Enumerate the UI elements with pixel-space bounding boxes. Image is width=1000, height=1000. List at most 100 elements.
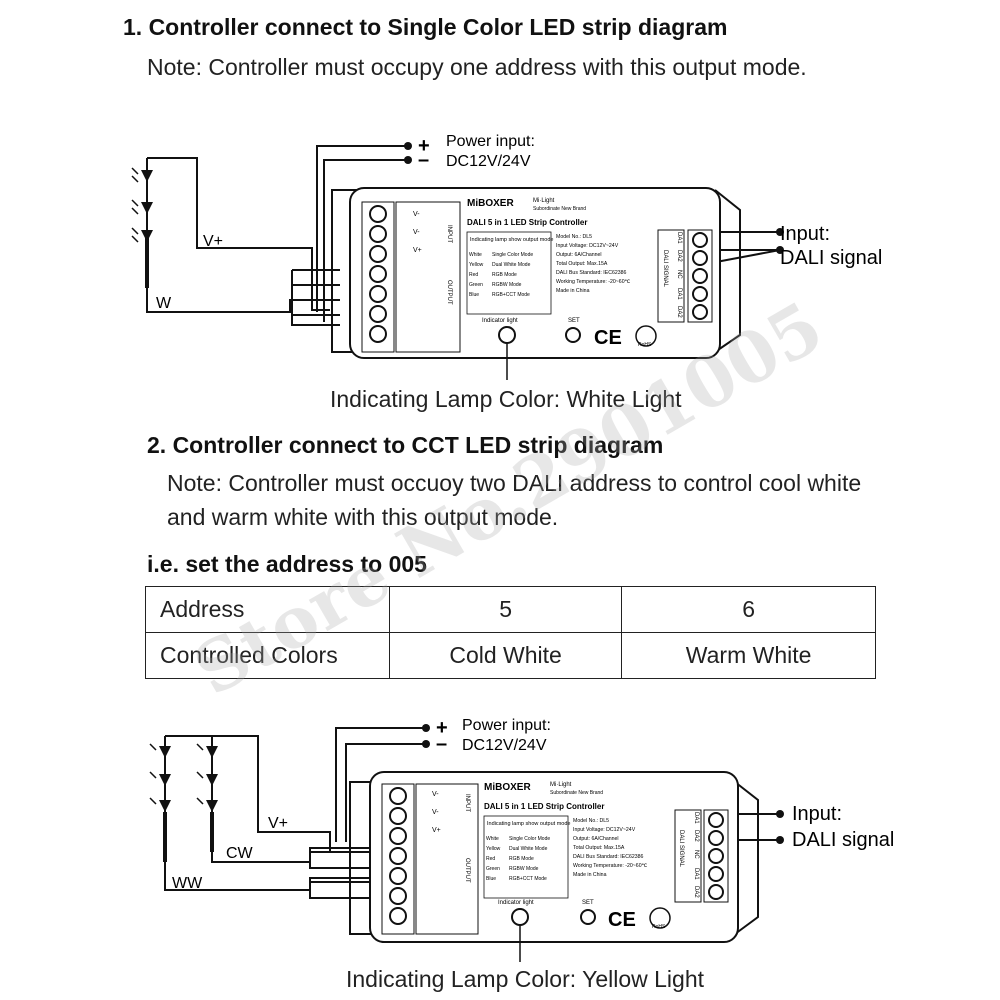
svg-text:Yellow: Yellow [469, 262, 484, 268]
svg-text:INPUT: INPUT [464, 794, 470, 812]
svg-text:OUTPUT: OUTPUT [446, 280, 452, 305]
power-voltage: DC12V/24V [462, 737, 547, 754]
svg-text:RGB+CCT Mode: RGB+CCT Mode [509, 876, 547, 882]
svg-text:DALI SIGNAL: DALI SIGNAL [678, 830, 684, 868]
svg-text:RoHS: RoHS [652, 924, 666, 930]
dali-input-label: Input: [792, 803, 842, 825]
power-label: Power input: [462, 717, 551, 734]
section2-subtitle: i.e. set the address to 005 [147, 551, 427, 577]
svg-text:RGBW Mode: RGBW Mode [509, 866, 539, 872]
svg-text:RGB Mode: RGB Mode [509, 856, 534, 862]
dali-signal-label: DALI signal [792, 829, 894, 851]
svg-text:Subordinate New Brand: Subordinate New Brand [533, 206, 586, 212]
table-row: Address 5 6 [145, 586, 876, 633]
power-minus: – [418, 149, 429, 171]
power-plus: + [436, 717, 448, 739]
svg-text:Model No.: DL5: Model No.: DL5 [573, 818, 609, 824]
svg-text:SET: SET [582, 900, 594, 906]
power-plus: + [418, 135, 430, 157]
svg-text:Single Color Mode: Single Color Mode [509, 836, 550, 842]
controller-body: INPUT OUTPUT V- V- V+ MiBOXER Mi·Light S… [331, 187, 741, 380]
svg-text:DA1: DA1 [693, 868, 699, 880]
svg-text:Dual White Mode: Dual White Mode [509, 846, 548, 852]
section1-note: Note: Controller must occupy one address… [147, 54, 807, 80]
svg-text:DALI SIGNAL: DALI SIGNAL [662, 250, 668, 288]
table-cell: Warm White [621, 632, 876, 679]
svg-text:Dual White Mode: Dual White Mode [492, 262, 531, 268]
wire-w-label: W [156, 295, 172, 312]
dali-input-label: Input: [780, 223, 830, 245]
svg-text:DA1: DA1 [676, 232, 682, 244]
svg-text:Yellow: Yellow [486, 846, 501, 852]
svg-text:White: White [469, 252, 482, 258]
wire-vplus-label: V+ [268, 815, 288, 832]
table-cell: 5 [388, 586, 623, 633]
svg-text:MiBOXER: MiBOXER [467, 198, 514, 209]
svg-text:DA2: DA2 [693, 830, 699, 842]
svg-text:Working Temperature: -20~60℃: Working Temperature: -20~60℃ [556, 279, 631, 285]
svg-text:Made in China: Made in China [573, 872, 607, 878]
svg-text:Made in China: Made in China [556, 288, 590, 294]
svg-text:CE: CE [608, 909, 636, 931]
table-row: Controlled Colors Cold White Warm White [145, 632, 876, 679]
wire-cw-label: CW [226, 845, 254, 862]
svg-text:NC: NC [676, 270, 682, 279]
svg-text:V-: V- [432, 809, 439, 816]
svg-text:NC: NC [693, 850, 699, 859]
svg-text:Input Voltage: DC12V~24V: Input Voltage: DC12V~24V [556, 243, 619, 249]
svg-text:Indicating lamp show output mo: Indicating lamp show output mode [470, 237, 553, 243]
power-label: Power input: [446, 133, 535, 150]
power-minus: – [436, 733, 447, 755]
svg-text:DALI 5 in 1 LED Strip Controll: DALI 5 in 1 LED Strip Controller [467, 218, 587, 227]
svg-text:DALI Bus Standard: IEC62386: DALI Bus Standard: IEC62386 [556, 270, 626, 276]
svg-text:CE: CE [594, 327, 622, 349]
svg-text:Mi·Light: Mi·Light [550, 782, 572, 788]
svg-text:DA1: DA1 [676, 288, 682, 300]
wire-vplus-label: V+ [203, 233, 223, 250]
svg-text:Indicator light: Indicator light [498, 900, 534, 906]
svg-text:Indicator light: Indicator light [482, 318, 518, 324]
svg-text:DALI Bus Standard: IEC62386: DALI Bus Standard: IEC62386 [573, 854, 643, 860]
power-voltage: DC12V/24V [446, 153, 531, 170]
svg-text:Red: Red [469, 272, 478, 278]
svg-text:Blue: Blue [469, 292, 479, 298]
svg-text:V-: V- [413, 229, 420, 236]
wire-ww-label: WW [172, 875, 203, 892]
svg-text:Mi·Light: Mi·Light [533, 198, 555, 204]
svg-text:OUTPUT: OUTPUT [464, 858, 470, 883]
address-table: Address 5 6 Controlled Colors Cold White… [145, 586, 876, 679]
section2-note: Note: Controller must occuoy two DALI ad… [167, 470, 862, 530]
svg-text:Blue: Blue [486, 876, 496, 882]
svg-text:Subordinate New Brand: Subordinate New Brand [550, 790, 603, 796]
svg-text:V+: V+ [432, 827, 441, 834]
svg-text:Indicating lamp show output mo: Indicating lamp show output mode [487, 821, 570, 827]
svg-text:DA2: DA2 [676, 306, 682, 318]
table-cell: Address [145, 586, 390, 633]
svg-text:RGBW Mode: RGBW Mode [492, 282, 522, 288]
table-cell: Cold White [388, 632, 623, 679]
svg-text:Single Color Mode: Single Color Mode [492, 252, 533, 258]
svg-text:Working Temperature: -20~60℃: Working Temperature: -20~60℃ [573, 863, 648, 869]
svg-text:RGB Mode: RGB Mode [492, 272, 517, 278]
svg-text:Red: Red [486, 856, 495, 862]
svg-text:V-: V- [432, 791, 439, 798]
svg-text:DA1: DA1 [693, 812, 699, 824]
led-diode-icon [141, 170, 153, 242]
dali-signal-label: DALI signal [780, 247, 882, 269]
section1-title: 1. Controller connect to Single Color LE… [123, 14, 728, 40]
svg-text:Model No.: DL5: Model No.: DL5 [556, 234, 592, 240]
diagram-single-color: + – Power input: DC12V/24V V+ W Input: D… [131, 133, 882, 380]
svg-text:Total Output: Max.15A: Total Output: Max.15A [573, 845, 625, 851]
svg-text:RGB+CCT Mode: RGB+CCT Mode [492, 292, 530, 298]
svg-text:DA2: DA2 [676, 250, 682, 262]
svg-text:Input Voltage: DC12V~24V: Input Voltage: DC12V~24V [573, 827, 636, 833]
section2-lamp-caption: Indicating Lamp Color: Yellow Light [346, 966, 705, 992]
controller-body: INPUT OUTPUT V- V- V+ MiBOXER Mi·Light S… [349, 771, 759, 962]
svg-text:SET: SET [568, 318, 580, 324]
svg-text:Output: 6A/Channel: Output: 6A/Channel [573, 836, 619, 842]
table-cell: Controlled Colors [145, 632, 390, 679]
svg-text:Total Output: Max.15A: Total Output: Max.15A [556, 261, 608, 267]
svg-text:Green: Green [469, 282, 483, 288]
section2-title: 2. Controller connect to CCT LED strip d… [147, 432, 664, 458]
svg-text:White: White [486, 836, 499, 842]
